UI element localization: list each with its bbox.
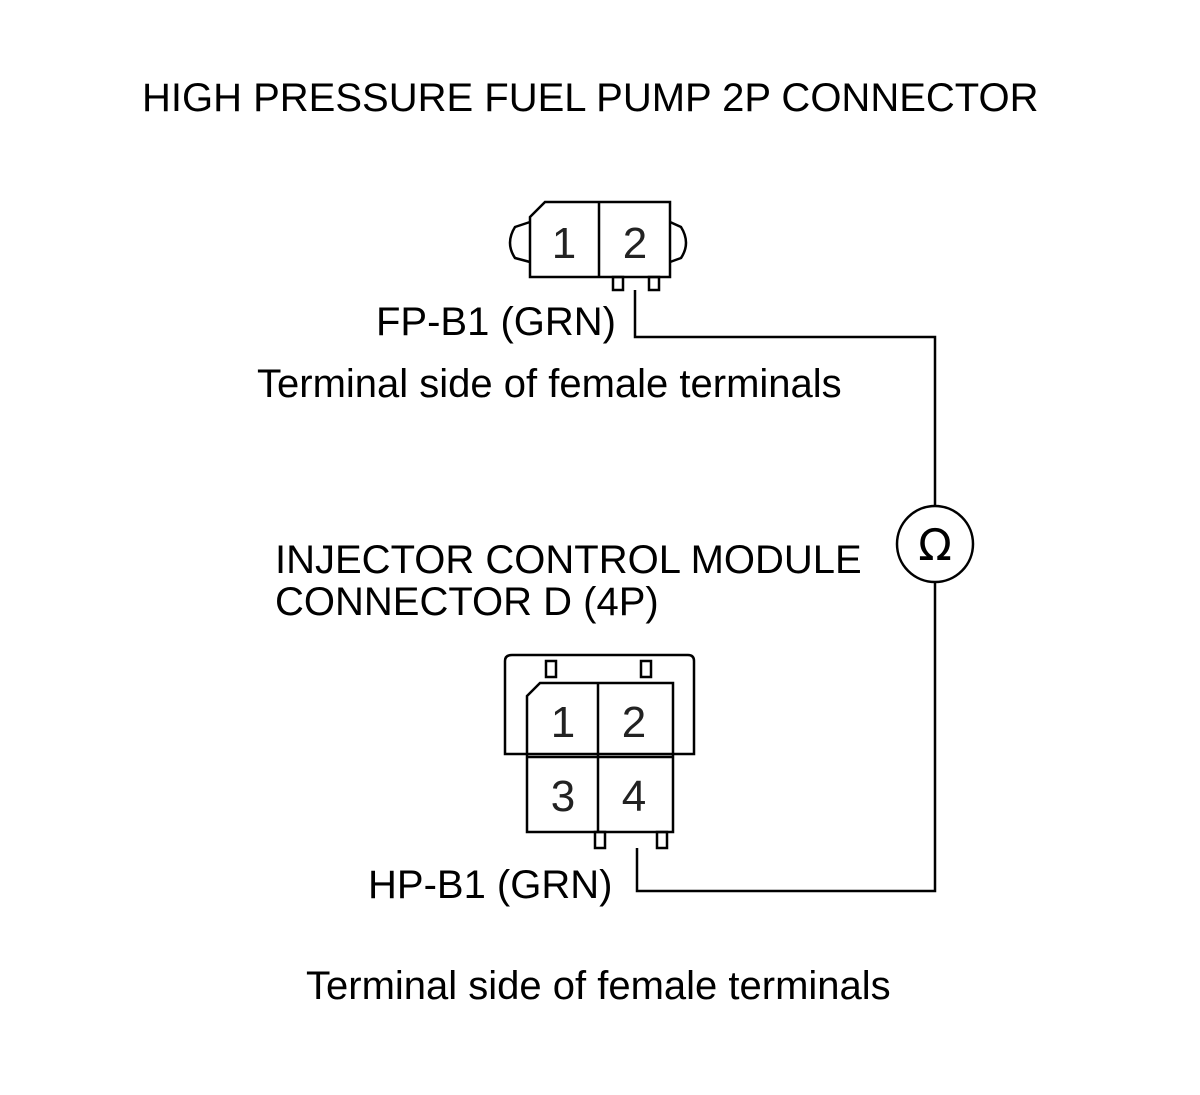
fuel-pump-connector-left-tab [508,220,531,264]
injector-pin-stub [655,830,669,850]
injector-view-note: Terminal side of female terminals [306,964,891,1008]
injector-connector-title-line1: INJECTOR CONTROL MODULE [275,538,862,582]
fuel-pump-pin-1: 1 [552,219,576,268]
injector-pin-4: 4 [622,772,646,821]
injector-pin-3: 3 [551,772,575,821]
test-lead-lower [635,583,937,893]
injector-pin-stub [593,830,607,850]
test-lead-upper [633,290,937,505]
fuel-pump-connector-right-tab [669,220,688,264]
ohmmeter-icon: Ω [895,504,975,584]
diagram-title: HIGH PRESSURE FUEL PUMP 2P CONNECTOR [142,76,1039,120]
injector-wire-label: HP-B1 (GRN) [368,863,613,907]
injector-module-connector: 1 2 3 4 [503,653,696,850]
fuel-pump-pin-stub [611,275,625,292]
fuel-pump-pin-stub [647,275,661,292]
injector-connector-housing [503,653,696,756]
injector-pin-1: 1 [551,698,575,747]
injector-connector-lock [639,659,653,679]
injector-connector-title-line2: CONNECTOR D (4P) [275,580,659,624]
fuel-pump-pin-2: 2 [623,219,647,268]
fuel-pump-connector: 1 2 [508,200,688,292]
fuel-pump-view-note: Terminal side of female terminals [257,362,842,406]
injector-pin-2: 2 [622,698,646,747]
fuel-pump-wire-label: FP-B1 (GRN) [376,300,616,344]
injector-connector-lock [544,659,558,679]
ohm-symbol: Ω [918,520,952,571]
